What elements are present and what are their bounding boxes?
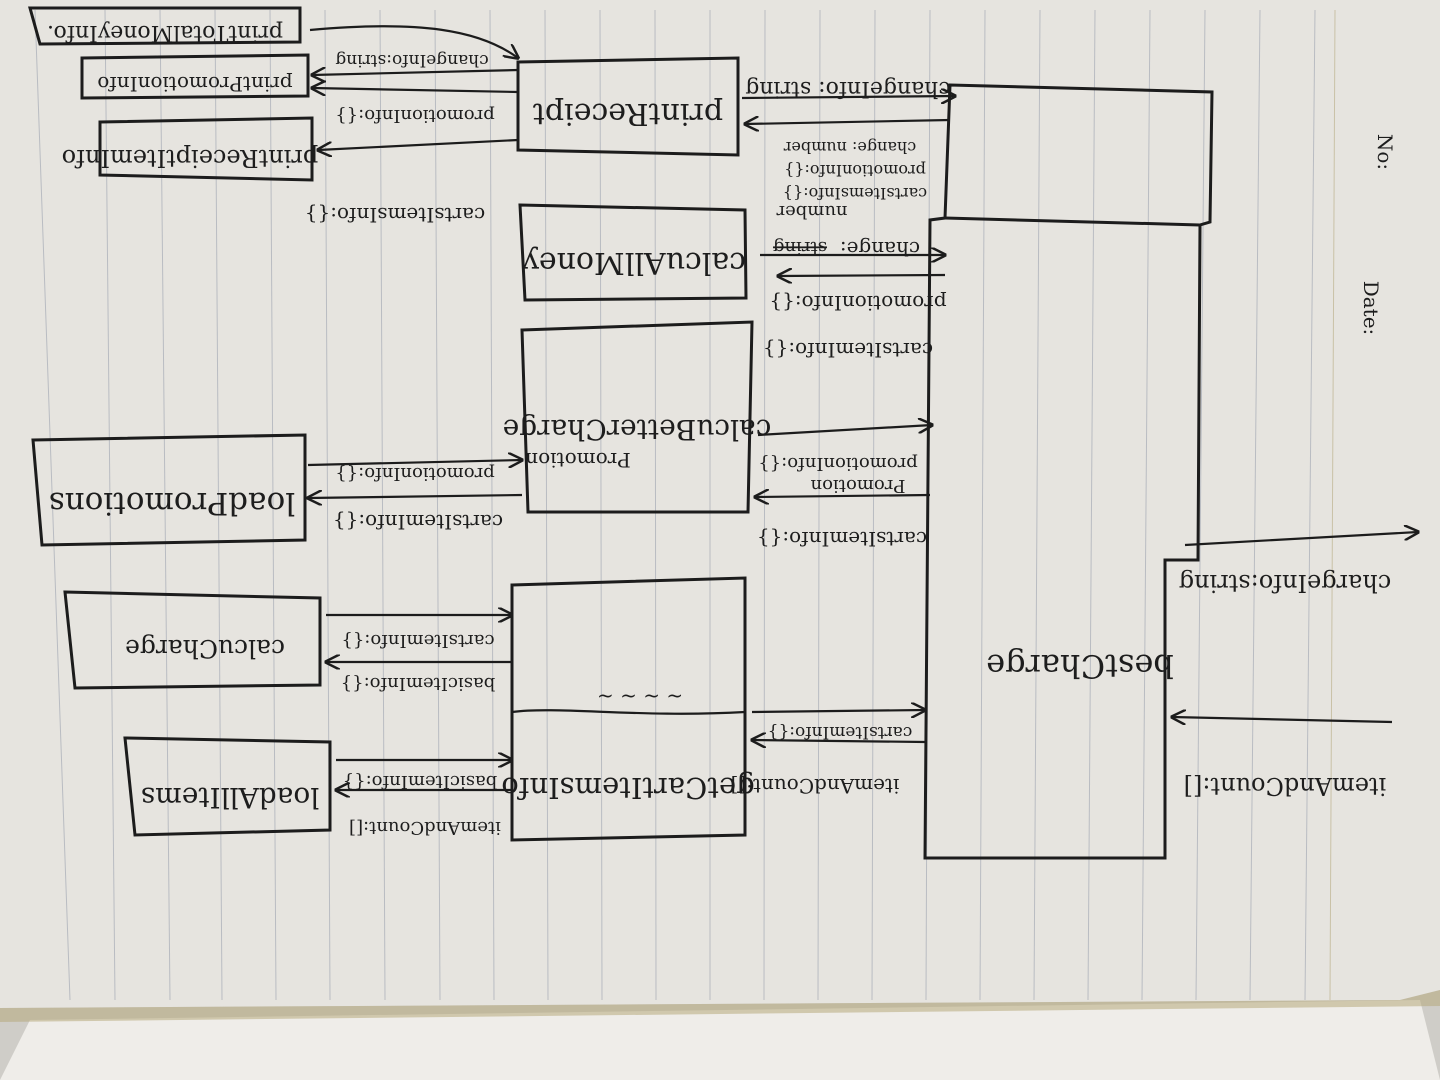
label-gc-bc-carts-item-info: cartsItemInfo:{} [768,722,913,742]
load-all-items-label: loadAllItems [141,781,319,814]
ruled-lines [34,9,1316,1001]
label-cm-bc-change: change: [840,237,920,261]
box-load-all-items: loadAllItems [123,736,332,837]
label-gc-cc-basic-item-info: basicItemInfo:{} [341,673,496,694]
label-gc-la-item-and-count: itemAndCount:[] [349,817,501,838]
calcu-better-change-prefix: Promotion [525,448,631,472]
label-bc-pr-promotion-info: promotionInfo:{} [784,161,926,180]
print-promotion-info-label: printPromotionInfo [97,72,292,96]
box-best-change: bestCharge [923,83,1214,860]
header-no: No: [1373,134,1397,170]
label-bc-pr-change: change: number [783,138,916,157]
label-cm-bc-change-struck: string [773,237,827,258]
box-calcu-all-money: calcuAllMoney [518,203,748,302]
box-load-promotions: loadPromotions [31,433,307,547]
get-cart-items-info-scribble: ~ ~ ~ ~ [597,685,683,709]
print-receipt-label: printReceipt [533,96,723,131]
label-output-charge-info: chargeInfo:string [1179,569,1392,597]
box-get-cart-items-info: ~ ~ ~ ~ getCartItemsInfo [501,576,755,842]
load-promotions-label: loadPromotions [49,485,295,521]
header-date: Date: [1359,281,1383,336]
box-calcu-better-change: calcuBetterCharge Promotion [503,320,772,514]
print-receipt-item-info-label: printReceiptItemInfo [62,144,319,172]
label-bc-pr-carts-items-info: cartsItemsInfo:{} [783,184,927,203]
box-calcu-change: calcuCharge [63,590,322,690]
box-print-receipt: printReceipt [516,56,740,157]
print-total-money-info-label: printTotalMoneyInfo. [47,20,283,45]
get-cart-items-info-label: getCartItemsInfo [501,771,754,805]
margin-line [1329,9,1336,1001]
notebook-edge [0,990,1440,1022]
label-pr-ppi-promotion-info: promotionInfo:{} [335,105,494,126]
calcu-all-money-label: calcuAllMoney [522,245,746,280]
label-cb-bc-promotion-info: promotionInfo:{} [758,453,917,474]
connection-arrows [308,25,1418,790]
notebook-next-page [0,1000,1440,1080]
label-input-item-and-count: itemAndCount:[] [1184,772,1387,800]
label-cb-lp-carts-item-info: cartsItemInfo:{} [333,510,503,534]
box-print-receipt-item-info: printReceiptItemInfo [62,116,319,182]
label-cb-bc-promotion: Promotion [810,475,905,496]
box-print-total-money-info: printTotalMoneyInfo. [28,6,302,46]
connection-labels: itemAndCount:[] chargeInfo:string itemAn… [305,50,1391,838]
label-pr-pri-carts-items-info: cartsItemsInfo:{} [305,203,485,227]
best-change-label: bestCharge [986,647,1174,685]
label-la-gc-basic-item-info: basicItemInfo:{} [343,771,498,792]
label-cm-bc-change-number: number [776,201,847,222]
notebook-paper [0,0,1440,1008]
label-bc-cb-carts-item-info: cartsItemInfo:{} [757,527,927,551]
label-bc-cm-promotion-info: promotionInfo:{} [769,291,946,315]
label-bc-gc-item-and-count: itemAndCount:[] [731,774,900,798]
box-print-promotion-info: printPromotionInfo [80,53,310,100]
label-gc-cc-carts-item-info: cartsItemInfo:{} [341,630,494,651]
label-pr-bc-change-info: changeInfo: string [745,76,950,101]
label-bc-cm-carts-item-info: cartsItemInfo:{} [763,338,933,362]
calcu-better-change-label: calcuBetterCharge [503,413,772,446]
label-lp-cb-promotion-info: promotionInfo:{} [335,463,494,484]
calcu-change-label: calcuCharge [125,634,285,663]
label-pr-ptm-change-info: changeInfo:string [335,50,488,70]
